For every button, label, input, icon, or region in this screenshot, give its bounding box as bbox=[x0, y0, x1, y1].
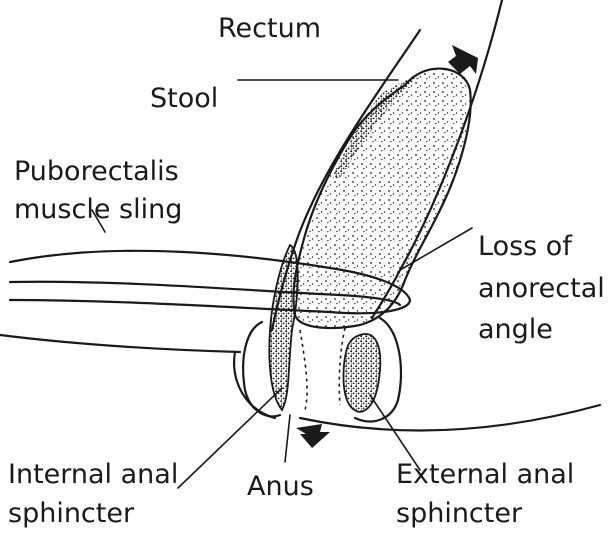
label-puborectalis-line2: muscle sling bbox=[14, 193, 182, 227]
internal-sphincter-right bbox=[344, 334, 381, 412]
label-loss-line3: angle bbox=[478, 313, 553, 347]
anal-canal bbox=[300, 330, 307, 410]
arrow-down-icon bbox=[296, 424, 330, 448]
label-internal-line2: sphincter bbox=[8, 497, 134, 531]
label-internal-line1: Internal anal bbox=[8, 458, 178, 492]
label-stool: Stool bbox=[150, 82, 218, 116]
label-external-line2: sphincter bbox=[396, 497, 522, 531]
label-rectum: Rectum bbox=[218, 12, 321, 46]
label-loss-line1: Loss of bbox=[478, 230, 572, 264]
leader-anus bbox=[285, 415, 290, 462]
perineum-line bbox=[300, 405, 600, 430]
label-loss-line2: anorectal bbox=[478, 272, 605, 306]
label-external-line1: External anal bbox=[396, 458, 574, 492]
label-anus: Anus bbox=[247, 470, 314, 504]
internal-sphincter-left bbox=[269, 245, 297, 410]
label-puborectalis-line1: Puborectalis bbox=[14, 155, 179, 189]
pelvic-floor-left bbox=[0, 335, 240, 352]
